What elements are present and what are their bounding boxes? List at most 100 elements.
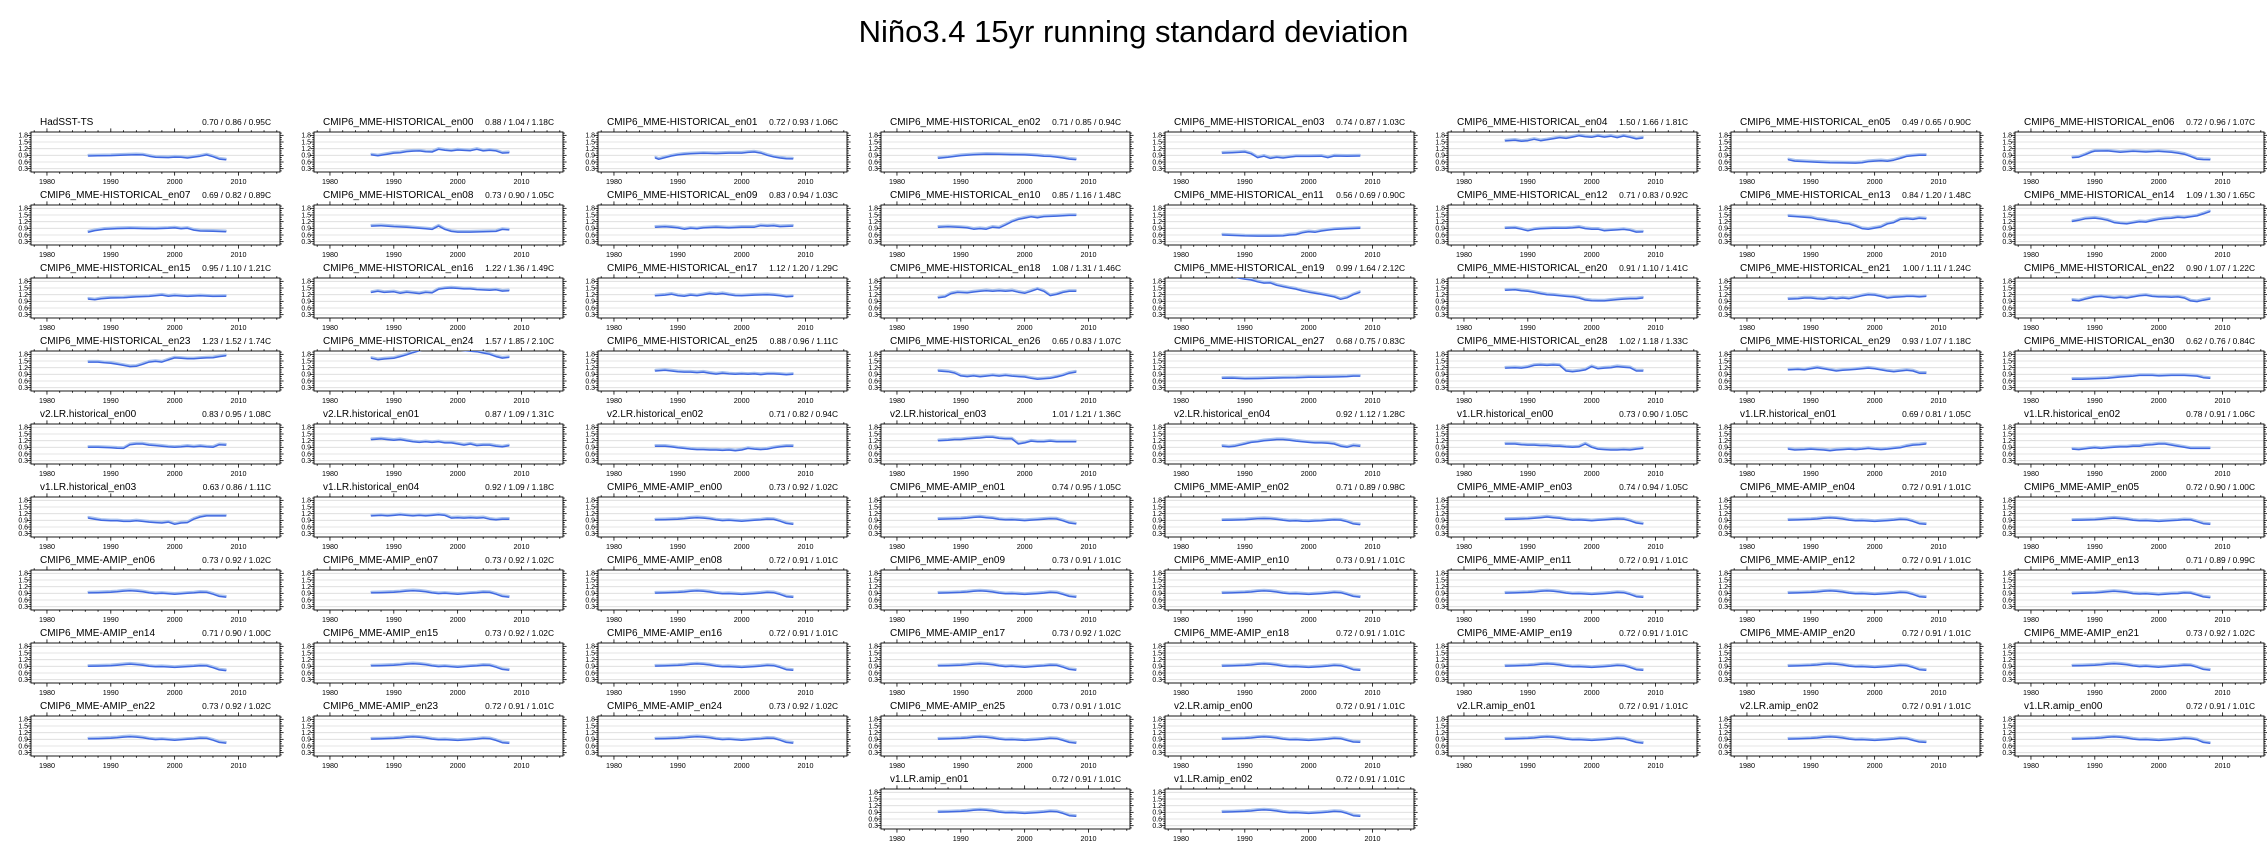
- y-tick-label: 1.8: [18, 425, 28, 432]
- y-tick-label: 0.3: [1719, 750, 1729, 757]
- x-tick-label: 2000: [167, 688, 183, 697]
- x-tick-label: 2000: [1584, 396, 1600, 405]
- panel-title: CMIP6_MME-HISTORICAL_en24: [323, 336, 474, 347]
- x-tick-label: 1980: [2023, 615, 2039, 624]
- panel-title: CMIP6_MME-AMIP_en21: [2024, 628, 2139, 639]
- x-tick-label: 2000: [733, 177, 749, 186]
- panel-title: v2.LR.historical_en02: [607, 409, 704, 420]
- panel-stats: 0.92 / 1.12 / 1.28C: [1336, 409, 1405, 419]
- y-tick-label: 0.3: [585, 166, 595, 173]
- y-tick-label: 1.8: [302, 717, 312, 724]
- panel-title: v2.LR.amip_en01: [1457, 701, 1536, 712]
- panel-title: CMIP6_MME-AMIP_en07: [323, 555, 438, 566]
- y-tick-label: 0.9: [1435, 445, 1445, 452]
- x-tick-label: 1990: [2086, 250, 2102, 259]
- y-tick-label: 1.5: [585, 431, 595, 438]
- y-tick-label: 0.3: [1152, 458, 1162, 465]
- y-tick-label: 1.8: [869, 717, 879, 724]
- x-tick-label: 2000: [2150, 615, 2166, 624]
- y-tick-label: 1.5: [585, 285, 595, 292]
- y-tick-label: 1.8: [1152, 425, 1162, 432]
- y-tick-label: 1.8: [302, 352, 312, 359]
- series-line: [87, 588, 227, 598]
- y-tick-label: 1.2: [585, 657, 595, 664]
- y-tick-label: 1.2: [302, 438, 312, 445]
- series-line: [2071, 293, 2211, 303]
- series-line: [1220, 149, 1361, 160]
- y-tick-label: 1.8: [1719, 425, 1729, 432]
- y-tick-label: 1.5: [18, 139, 28, 146]
- y-tick-label: 0.9: [2002, 372, 2012, 379]
- x-tick-label: 1980: [2023, 542, 2039, 551]
- x-tick-label: 2010: [1647, 323, 1663, 332]
- x-tick-label: 1990: [1236, 688, 1252, 697]
- y-tick-label: 1.8: [585, 498, 595, 505]
- y-tick-label: 0.6: [1152, 524, 1162, 531]
- y-tick-label: 0.6: [18, 378, 28, 385]
- y-tick-label: 1.5: [1719, 285, 1729, 292]
- panel-title: v2.LR.amip_en00: [1174, 701, 1253, 712]
- x-tick-label: 2010: [2214, 761, 2230, 770]
- y-tick-label: 1.8: [1152, 498, 1162, 505]
- y-tick-label: 1.8: [18, 352, 28, 359]
- x-tick-label: 1990: [103, 615, 119, 624]
- y-tick-label: 1.2: [2002, 657, 2012, 664]
- panel-stats: 0.73 / 0.91 / 1.01C: [1052, 555, 1121, 565]
- x-tick-label: 2000: [1300, 834, 1316, 843]
- y-tick-label: 0.6: [2002, 743, 2012, 750]
- series-line: [937, 661, 1077, 671]
- y-tick-label: 0.6: [1152, 232, 1162, 239]
- y-tick-label: 1.8: [18, 206, 28, 213]
- x-tick-label: 2000: [450, 177, 466, 186]
- panel-stats: 0.72 / 0.91 / 1.01C: [1619, 555, 1688, 565]
- y-tick-label: 1.8: [302, 644, 312, 651]
- x-tick-label: 1990: [103, 323, 119, 332]
- panel-title: CMIP6_MME-AMIP_en03: [1457, 482, 1572, 493]
- y-tick-label: 0.6: [869, 597, 879, 604]
- x-tick-label: 1990: [2086, 323, 2102, 332]
- y-tick-label: 0.6: [1435, 378, 1445, 385]
- x-tick-label: 2010: [797, 761, 813, 770]
- x-tick-label: 1990: [2086, 542, 2102, 551]
- x-tick-label: 2000: [450, 615, 466, 624]
- y-tick-label: 1.8: [2002, 279, 2012, 286]
- panel-title: CMIP6_MME-HISTORICAL_en04: [1457, 117, 1608, 128]
- y-tick-label: 1.2: [2002, 365, 2012, 372]
- y-tick-label: 0.9: [1719, 664, 1729, 671]
- y-tick-label: 0.6: [585, 451, 595, 458]
- panel-title: CMIP6_MME-AMIP_en17: [890, 628, 1005, 639]
- y-tick-label: 0.9: [302, 445, 312, 452]
- y-tick-label: 1.2: [869, 146, 879, 153]
- x-tick-label: 2000: [1584, 250, 1600, 259]
- x-tick-label: 1980: [322, 396, 338, 405]
- y-tick-label: 1.8: [2002, 133, 2012, 140]
- x-tick-label: 1980: [2023, 177, 2039, 186]
- x-tick-label: 1980: [1173, 615, 1189, 624]
- y-tick-label: 1.5: [1435, 650, 1445, 657]
- x-tick-label: 1990: [670, 688, 686, 697]
- y-tick-label: 1.2: [302, 584, 312, 591]
- x-tick-label: 1990: [670, 396, 686, 405]
- panel-stats: 0.72 / 0.93 / 1.06C: [769, 117, 838, 127]
- y-tick-label: 1.5: [302, 577, 312, 584]
- x-tick-label: 1980: [1456, 761, 1472, 770]
- series-line: [937, 213, 1077, 230]
- y-tick-label: 0.3: [18, 531, 28, 538]
- y-tick-label: 1.2: [869, 730, 879, 737]
- x-tick-label: 1980: [889, 834, 905, 843]
- y-tick-label: 1.5: [1152, 212, 1162, 219]
- y-tick-label: 0.3: [1152, 604, 1162, 611]
